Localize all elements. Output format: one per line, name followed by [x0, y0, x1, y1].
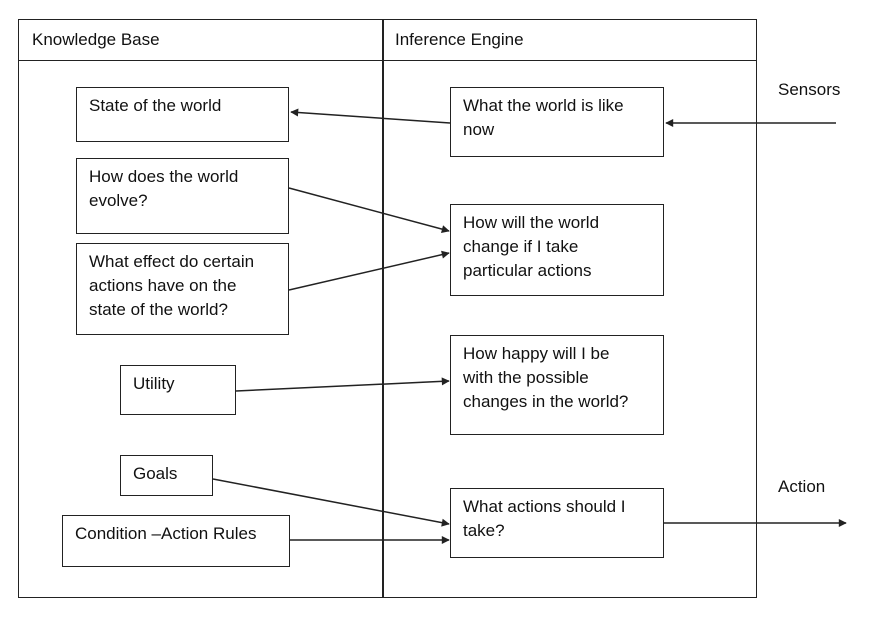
edge-effect-to-change: [288, 250, 450, 291]
ie-actions-box: What actions should I take?: [450, 488, 664, 558]
kb-utility-box: Utility: [120, 365, 236, 415]
edge-goals-to-actions: [212, 478, 450, 527]
inference-engine-header: Inference Engine: [395, 30, 524, 49]
action-label: Action: [778, 477, 826, 496]
kb-action-effect-box: What effect do certain actions have on t…: [76, 243, 289, 335]
ie-happiness-box: How happy will I be with the possible ch…: [450, 335, 664, 435]
kb-state-of-world-box: State of the world: [76, 87, 289, 142]
kb-world-evolve-box: How does the world evolve?: [76, 158, 289, 234]
ie-world-now-box: What the world is like now: [450, 87, 664, 157]
knowledge-base-header: Knowledge Base: [32, 30, 160, 49]
sensors-label: Sensors: [778, 80, 841, 99]
edge-world-now-to-state: [290, 108, 451, 124]
header-row-frame: [18, 19, 757, 61]
edge-evolve-to-change: [288, 187, 450, 233]
edge-utility-to-happy: [235, 377, 450, 392]
kb-condition-action-rules-box: Condition –Action Rules: [62, 515, 290, 567]
kb-goals-box: Goals: [120, 455, 213, 496]
ie-world-change-box: How will the world change if I take part…: [450, 204, 664, 296]
